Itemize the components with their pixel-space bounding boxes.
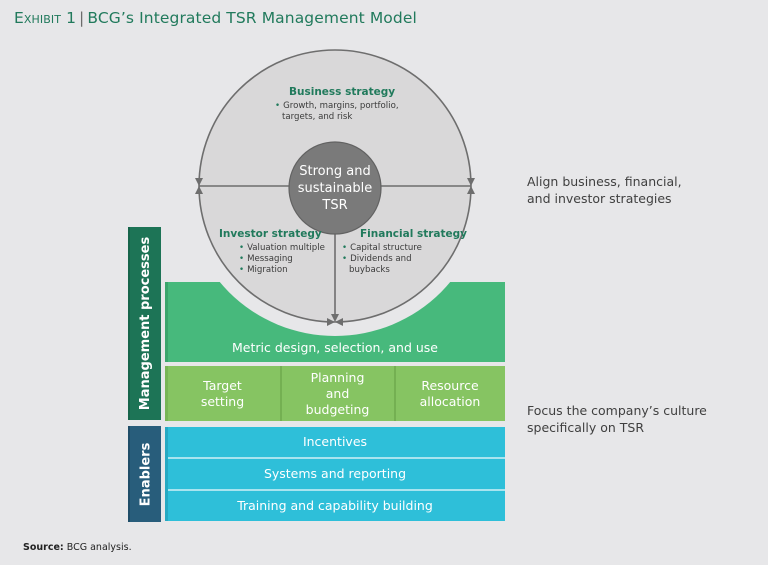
- arrow-bottom-left-icon: [327, 318, 335, 326]
- process-cell-divider-1: [280, 366, 282, 421]
- tsr-center-circle: [288, 141, 382, 235]
- center-line-2: sustainable: [297, 181, 373, 196]
- enablers-text: Enablers: [138, 442, 154, 506]
- investor-strategy-heading: Investor strategy: [219, 228, 322, 240]
- title-separator: |: [79, 9, 85, 27]
- investor-bullet-1: Valuation multiple: [239, 243, 325, 254]
- financial-strategy-heading: Financial strategy: [360, 228, 468, 240]
- arrow-left-up-icon: [195, 186, 203, 194]
- arrow-left-down-icon: [195, 178, 203, 186]
- business-bullet-1: Growth, margins, portfolio,: [275, 101, 398, 112]
- arrow-bottom-right-icon: [335, 318, 343, 326]
- align-strategies-note: Align business, financial, and investor …: [527, 173, 682, 207]
- financial-bullet-2-cont: buybacks: [349, 265, 390, 276]
- source-text: BCG analysis.: [66, 542, 132, 553]
- enabler-row-training: Training and capability building: [237, 498, 433, 513]
- planning-line-3: budgeting: [305, 401, 370, 417]
- process-cell-resource-allocation: Resource allocation: [395, 366, 505, 421]
- target-setting-line-2: setting: [200, 393, 245, 409]
- enabler-row-shape-1: [165, 427, 505, 457]
- source-label: Source:: [23, 542, 64, 553]
- process-cell-target-setting: Target setting: [165, 366, 280, 421]
- financial-bullet-2: Dividends and: [342, 254, 467, 265]
- investor-bullet-2: Messaging: [239, 254, 325, 265]
- business-strategy-heading: Business strategy: [289, 86, 396, 98]
- enabler-row-gap-1: [168, 457, 505, 459]
- focus-culture-note: Focus the company’s culture specifically…: [527, 402, 707, 436]
- financial-bullet-1: Capital structure: [342, 243, 467, 254]
- planning-line-2: and: [325, 385, 350, 401]
- process-cell-planning-budgeting: Planning and budgeting: [281, 366, 394, 421]
- process-cell-divider-2: [394, 366, 396, 421]
- financial-strategy-section: Financial strategy Capital structure Div…: [342, 228, 467, 277]
- business-strategy-bullets: Growth, margins, portfolio, targets, and…: [275, 101, 399, 123]
- enabler-row-gap-2: [168, 489, 505, 491]
- align-note-line-2: and investor strategies: [527, 191, 672, 206]
- resource-line-2: allocation: [419, 393, 481, 409]
- focus-note-line-2: specifically on TSR: [527, 420, 645, 435]
- business-strategy-section: Business strategy Growth, margins, portf…: [275, 86, 399, 123]
- center-line-1: Strong and: [299, 164, 371, 179]
- arrow-right-down-icon: [467, 178, 475, 186]
- management-processes-text: Management processes: [138, 236, 154, 411]
- management-processes-label: Management processes: [128, 227, 161, 420]
- process-cell-edge: [165, 366, 168, 421]
- metric-design-label: Metric design, selection, and use: [232, 340, 438, 355]
- exhibit-title-text: BCG’s Integrated TSR Management Model: [87, 9, 417, 27]
- exhibit-number: Exhibit 1: [14, 9, 77, 27]
- source-note: Source: BCG analysis.: [23, 542, 132, 553]
- investor-strategy-bullets: Valuation multiple Messaging Migration: [239, 243, 325, 277]
- financial-strategy-bullets: Capital structure Dividends and buybacks: [342, 243, 467, 277]
- enablers-label: Enablers: [128, 426, 161, 522]
- center-line-3: TSR: [322, 198, 348, 213]
- resource-line-1: Resource: [421, 377, 479, 393]
- enabler-row-incentives: Incentives: [302, 434, 368, 449]
- metric-band-edge: [165, 282, 168, 362]
- enabler-row-shape-3: [165, 491, 505, 521]
- investor-bullet-3: Migration: [239, 265, 325, 276]
- align-note-line-1: Align business, financial,: [527, 174, 682, 189]
- planning-line-1: Planning: [310, 369, 365, 385]
- process-cell-shape-1: [165, 366, 280, 421]
- investor-strategy-section: Investor strategy Valuation multiple Mes…: [219, 228, 325, 277]
- enabler-row-shape-2: [165, 459, 505, 489]
- business-bullet-1-cont: targets, and risk: [282, 112, 353, 123]
- process-cell-shape-3: [395, 366, 505, 421]
- arrow-right-up-icon: [467, 186, 475, 194]
- enabler-row-systems-reporting: Systems and reporting: [263, 466, 407, 481]
- process-cell-shape-2: [281, 366, 394, 421]
- arrow-bottom-down-icon: [331, 314, 339, 322]
- exhibit-title: Exhibit 1|BCG’s Integrated TSR Managemen…: [14, 9, 417, 27]
- focus-note-line-1: Focus the company’s culture: [527, 403, 707, 418]
- target-setting-line-1: Target: [203, 377, 242, 393]
- enabler-row-edge: [165, 427, 168, 521]
- tsr-center-label: Strong and sustainable TSR: [289, 163, 381, 214]
